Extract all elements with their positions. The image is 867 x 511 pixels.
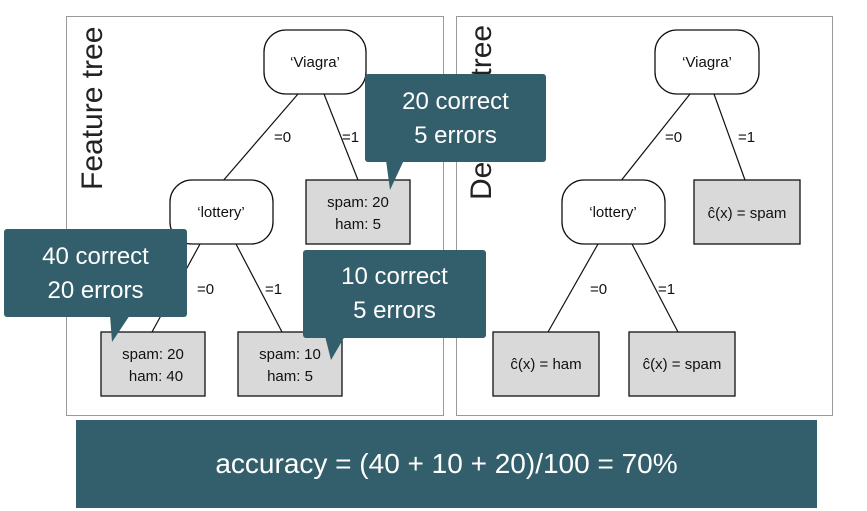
dt-leaf-viagra1 bbox=[693, 179, 801, 245]
ft-edge-lottery-right bbox=[235, 243, 283, 333]
dt-edge-lottery-left bbox=[547, 243, 599, 333]
ft-leaf-viagra1 bbox=[305, 179, 411, 245]
ft-leaf-viagra1-line1: spam: 20 bbox=[327, 194, 389, 211]
dt-leaf-lottery0-label: ĉ(x) = ham bbox=[510, 356, 581, 373]
ft-edge-label-root-left: =0 bbox=[274, 129, 291, 146]
dt-root-label: ‘Viagra’ bbox=[682, 54, 732, 71]
feature-tree-title: Feature tree bbox=[76, 26, 109, 190]
dt-lottery-label: ‘lottery’ bbox=[589, 204, 637, 221]
callout-viagra-leaf: 20 correct 5 errors bbox=[365, 74, 546, 162]
callout-left-line2: 20 errors bbox=[47, 277, 144, 304]
ft-lottery-label: ‘lottery’ bbox=[197, 204, 245, 221]
dt-edge-label-lottery-right: =1 bbox=[658, 281, 675, 298]
ft-leaf-lottery0-line1: spam: 20 bbox=[122, 346, 184, 363]
ft-edge-label-lottery-right: =1 bbox=[265, 281, 282, 298]
ft-root-node bbox=[263, 29, 367, 95]
ft-root-label: ‘Viagra’ bbox=[290, 54, 340, 71]
accuracy-banner: accuracy = (40 + 10 + 20)/100 = 70% bbox=[76, 420, 817, 508]
accuracy-formula: accuracy = (40 + 10 + 20)/100 = 70% bbox=[215, 448, 678, 479]
callout-left-line1: 40 correct bbox=[42, 243, 149, 270]
dt-edge-root-right bbox=[713, 93, 746, 181]
callout-top-pointer bbox=[386, 160, 404, 190]
callout-mid-pointer bbox=[325, 336, 345, 360]
ft-leaf-lottery0 bbox=[100, 331, 206, 397]
callout-top-line1: 20 correct bbox=[402, 88, 509, 115]
dt-root-node bbox=[654, 29, 760, 95]
dt-leaf-lottery1 bbox=[628, 331, 736, 397]
callout-lottery1-leaf: 10 correct 5 errors bbox=[303, 250, 486, 338]
ft-edge-root-left bbox=[221, 93, 299, 183]
dt-edge-label-root-right: =1 bbox=[738, 129, 755, 146]
dt-lottery-node bbox=[561, 179, 666, 245]
dt-leaf-lottery1-label: ĉ(x) = spam bbox=[643, 356, 722, 373]
callout-lottery0-leaf: 40 correct 20 errors bbox=[4, 229, 187, 317]
dt-edge-label-root-left: =0 bbox=[665, 129, 682, 146]
callout-mid-line2: 5 errors bbox=[353, 297, 436, 324]
ft-lottery-node bbox=[169, 179, 274, 245]
ft-edge-label-lottery-left: =0 bbox=[197, 281, 214, 298]
dt-edge-lottery-right bbox=[631, 243, 679, 333]
ft-leaf-lottery1 bbox=[237, 331, 343, 397]
callout-mid-line1: 10 correct bbox=[341, 263, 448, 290]
dt-leaf-lottery0 bbox=[492, 331, 600, 397]
ft-edge-label-root-right: =1 bbox=[342, 129, 359, 146]
ft-edge-root-right bbox=[323, 93, 359, 181]
callout-left-pointer bbox=[110, 315, 130, 342]
ft-leaf-lottery0-line2: ham: 40 bbox=[129, 368, 183, 385]
ft-leaf-lottery1-line2: ham: 5 bbox=[267, 368, 313, 385]
dt-leaf-viagra1-label: ĉ(x) = spam bbox=[708, 205, 787, 222]
callout-top-line2: 5 errors bbox=[414, 122, 497, 149]
dt-edge-label-lottery-left: =0 bbox=[590, 281, 607, 298]
ft-leaf-lottery1-line1: spam: 10 bbox=[259, 346, 321, 363]
ft-leaf-viagra1-line2: ham: 5 bbox=[335, 216, 381, 233]
dt-edge-root-left bbox=[619, 93, 691, 183]
